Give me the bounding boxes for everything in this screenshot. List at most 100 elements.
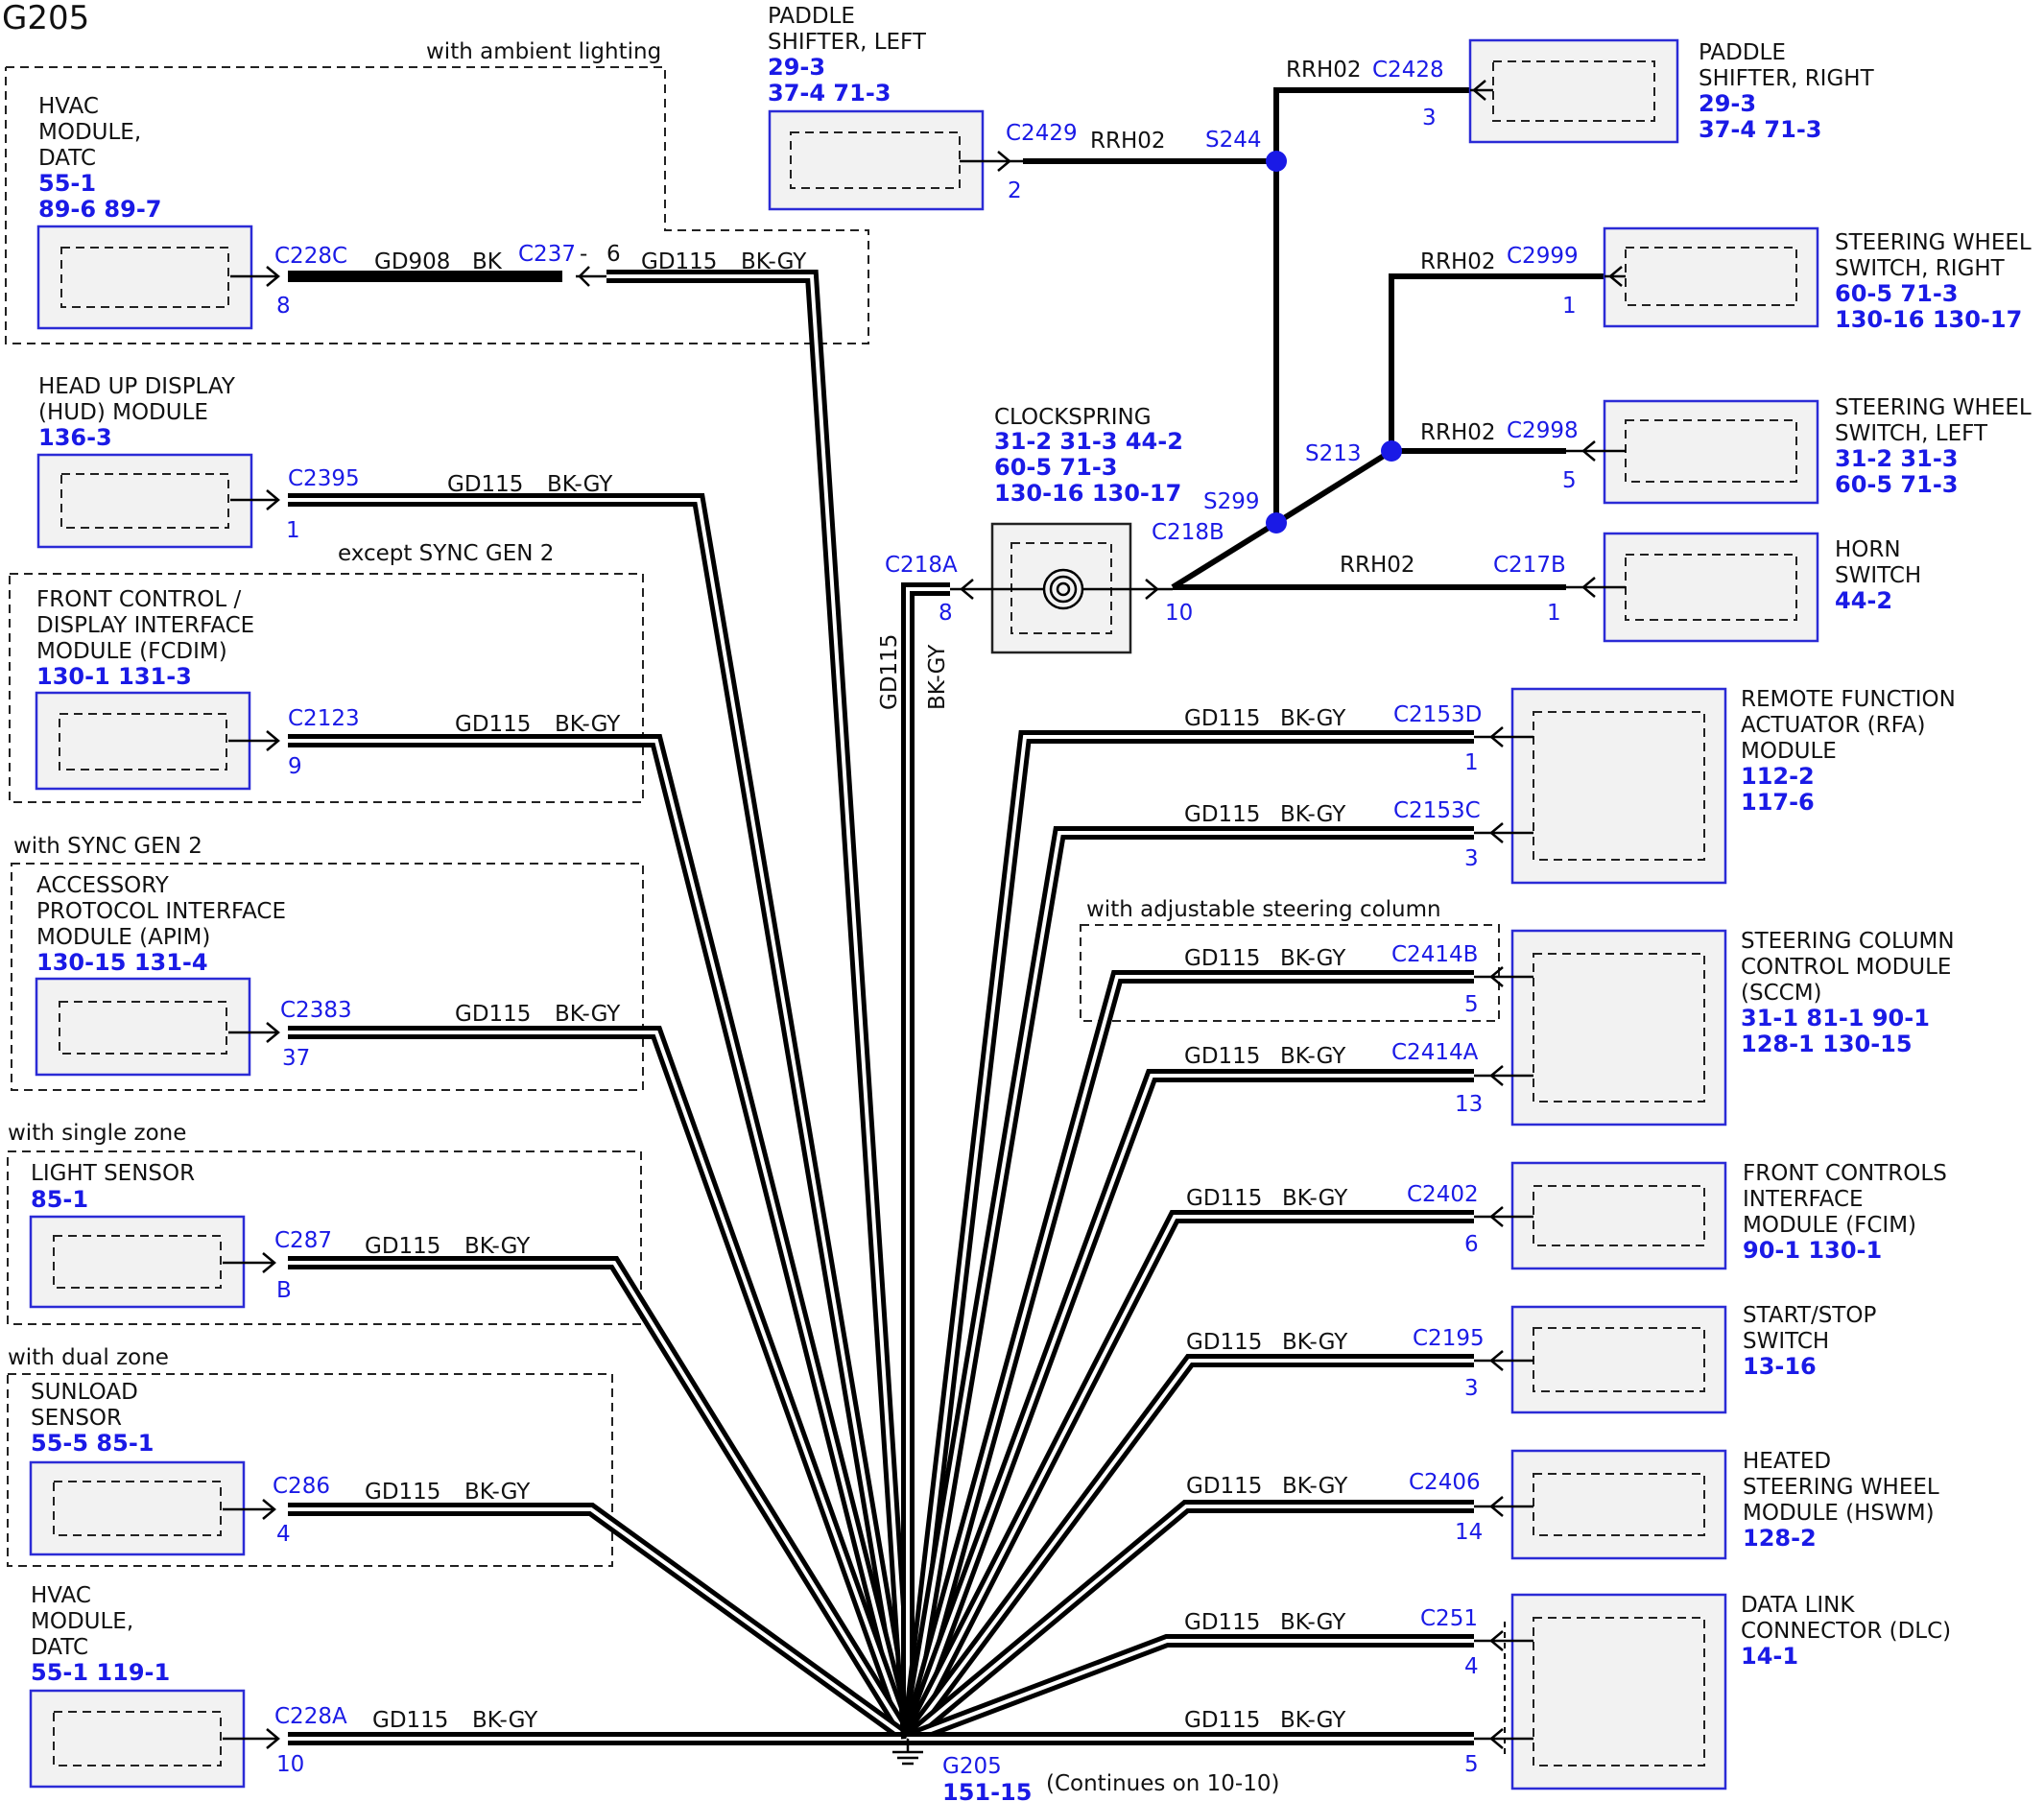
region-label-single-zone: with single zone — [8, 1121, 186, 1146]
module-paddle-shifter-right: PADDLE SHIFTER, RIGHT 29-3 37-4 71-3 C24… — [1286, 38, 1875, 144]
svg-text:8: 8 — [276, 294, 291, 319]
svg-text:C217B: C217B — [1493, 553, 1566, 578]
svg-text:C2402: C2402 — [1407, 1182, 1479, 1207]
svg-text:130-16 130-17: 130-16 130-17 — [1835, 306, 2022, 333]
rrh02-wires — [1023, 87, 1604, 590]
module-clockspring: CLOCKSPRING 31-2 31-3 44-2 60-5 71-3 130… — [877, 405, 1224, 710]
svg-text:MODULE,: MODULE, — [31, 1609, 133, 1634]
svg-text:C251: C251 — [1420, 1606, 1478, 1631]
module-horn-switch: HORN SWITCH 44-2 C217B 1 RRH02 — [1340, 532, 1921, 643]
svg-text:5: 5 — [1464, 992, 1479, 1017]
svg-text:BK-GY: BK-GY — [464, 1480, 531, 1505]
svg-text:13-16: 13-16 — [1743, 1353, 1817, 1380]
region-label-with-sync-gen2: with SYNC GEN 2 — [13, 834, 202, 859]
svg-text:RRH02: RRH02 — [1420, 249, 1496, 274]
svg-text:C2414B: C2414B — [1391, 942, 1478, 967]
svg-text:BK: BK — [472, 249, 503, 274]
svg-text:GD115: GD115 — [1184, 946, 1260, 971]
svg-text:GD115: GD115 — [455, 1002, 531, 1027]
module-hswm: HEATED STEERING WHEEL MODULE (HSWM) 128-… — [1186, 1449, 1939, 1560]
svg-text:BK-GY: BK-GY — [464, 1234, 531, 1259]
svg-text:C2195: C2195 — [1413, 1326, 1485, 1351]
ground-wires — [288, 270, 1474, 1745]
svg-text:MODULE (FCIM): MODULE (FCIM) — [1743, 1213, 1916, 1238]
svg-text:CLOCKSPRING: CLOCKSPRING — [994, 405, 1152, 430]
svg-text:C218A: C218A — [885, 553, 958, 578]
svg-text:ACCESSORY: ACCESSORY — [36, 873, 170, 898]
svg-text:C228C: C228C — [274, 244, 347, 269]
splice-s299 — [1266, 512, 1287, 533]
svg-text:SHIFTER, RIGHT: SHIFTER, RIGHT — [1699, 66, 1875, 91]
svg-text:BK-GY: BK-GY — [1282, 1474, 1348, 1499]
svg-text:MODULE (APIM): MODULE (APIM) — [36, 925, 210, 950]
svg-text:C2123: C2123 — [288, 706, 360, 731]
svg-text:CONTROL MODULE: CONTROL MODULE — [1741, 955, 1951, 980]
svg-text:GD115: GD115 — [1184, 706, 1260, 731]
splice-s244 — [1266, 151, 1287, 172]
svg-text:BK-GY: BK-GY — [472, 1708, 538, 1733]
wire-c2395 — [288, 493, 915, 1741]
diagram-title: G205 — [2, 0, 89, 37]
svg-text:B: B — [276, 1278, 292, 1303]
svg-text:5: 5 — [1562, 468, 1577, 493]
svg-text:GD908: GD908 — [374, 249, 450, 274]
svg-text:85-1: 85-1 — [31, 1186, 88, 1213]
svg-text:C2429: C2429 — [1006, 121, 1078, 146]
svg-text:GD115: GD115 — [1184, 1708, 1260, 1733]
splice-s299-label: S299 — [1203, 489, 1260, 514]
svg-text:HVAC: HVAC — [31, 1583, 91, 1608]
module-steering-wheel-switch-left: STEERING WHEEL SWITCH, LEFT 31-2 31-3 60… — [1420, 395, 2032, 505]
svg-text:130-15 131-4: 130-15 131-4 — [36, 949, 208, 976]
svg-text:C2383: C2383 — [280, 998, 352, 1023]
svg-text:C2414A: C2414A — [1391, 1040, 1479, 1065]
svg-text:GD115: GD115 — [447, 472, 523, 497]
svg-text:REMOTE FUNCTION: REMOTE FUNCTION — [1741, 687, 1956, 712]
svg-text:SWITCH: SWITCH — [1743, 1329, 1829, 1354]
svg-text:RRH02: RRH02 — [1420, 420, 1496, 445]
svg-text:C2153C: C2153C — [1393, 798, 1481, 823]
svg-text:GD115: GD115 — [455, 712, 531, 737]
svg-text:GD115: GD115 — [1186, 1186, 1262, 1211]
svg-text:130-16 130-17: 130-16 130-17 — [994, 480, 1181, 507]
svg-text:STEERING COLUMN: STEERING COLUMN — [1741, 929, 1955, 954]
svg-text:GD115: GD115 — [1184, 1044, 1260, 1069]
svg-text:37-4 71-3: 37-4 71-3 — [768, 80, 891, 107]
svg-text:STEERING WHEEL: STEERING WHEEL — [1835, 230, 2032, 255]
svg-text:GD115: GD115 — [1186, 1474, 1262, 1499]
module-fcim: FRONT CONTROLS INTERFACE MODULE (FCIM) 9… — [1186, 1161, 1947, 1270]
module-fcdim: FRONT CONTROL / DISPLAY INTERFACE MODULE… — [35, 587, 621, 791]
svg-text:HEAD UP DISPLAY: HEAD UP DISPLAY — [38, 374, 236, 399]
region-label-except-sync-gen2: except SYNC GEN 2 — [338, 541, 554, 566]
svg-text:MODULE,: MODULE, — [38, 120, 141, 145]
svg-text:31-2 31-3: 31-2 31-3 — [1835, 445, 1958, 472]
svg-text:1: 1 — [1464, 750, 1479, 775]
svg-text:SWITCH, LEFT: SWITCH, LEFT — [1835, 421, 1988, 446]
svg-text:GD115: GD115 — [641, 249, 717, 274]
splice-s213 — [1381, 440, 1402, 462]
region-ambient-lighting — [5, 66, 869, 344]
region-label-dual-zone: with dual zone — [8, 1345, 169, 1370]
svg-text:14-1: 14-1 — [1741, 1643, 1798, 1670]
svg-text:BK-GY: BK-GY — [555, 712, 621, 737]
module-paddle-shifter-left: PADDLE SHIFTER, LEFT 29-3 37-4 71-3 C242… — [768, 4, 1166, 211]
svg-text:MODULE (HSWM): MODULE (HSWM) — [1743, 1501, 1935, 1526]
svg-text:ACTUATOR (RFA): ACTUATOR (RFA) — [1741, 713, 1925, 738]
svg-text:10: 10 — [1165, 601, 1193, 626]
svg-text:RRH02: RRH02 — [1286, 58, 1362, 83]
module-dlc: DATA LINK CONNECTOR (DLC) 14-1 C251 4 GD… — [1184, 1593, 1951, 1790]
svg-text:GD115: GD115 — [1186, 1330, 1262, 1355]
module-sccm: STEERING COLUMN CONTROL MODULE (SCCM) 31… — [1184, 929, 1955, 1126]
svg-text:GD115: GD115 — [365, 1480, 440, 1505]
module-light-sensor: LIGHT SENSOR 85-1 C287 B GD115 BK-GY — [29, 1161, 531, 1309]
svg-text:BK-GY: BK-GY — [1280, 1044, 1346, 1069]
svg-text:3: 3 — [1422, 106, 1437, 130]
svg-text:112-2: 112-2 — [1741, 763, 1815, 790]
svg-text:29-3: 29-3 — [768, 54, 825, 81]
svg-text:LIGHT SENSOR: LIGHT SENSOR — [31, 1161, 195, 1186]
svg-text:29-3: 29-3 — [1699, 90, 1756, 117]
module-sunload-sensor: SUNLOAD SENSOR 55-5 85-1 C286 4 GD115 BK… — [29, 1380, 531, 1556]
svg-text:9: 9 — [288, 754, 302, 779]
svg-text:DISPLAY INTERFACE: DISPLAY INTERFACE — [36, 613, 254, 638]
svg-text:37: 37 — [282, 1046, 310, 1071]
svg-text:C218B: C218B — [1152, 520, 1224, 545]
